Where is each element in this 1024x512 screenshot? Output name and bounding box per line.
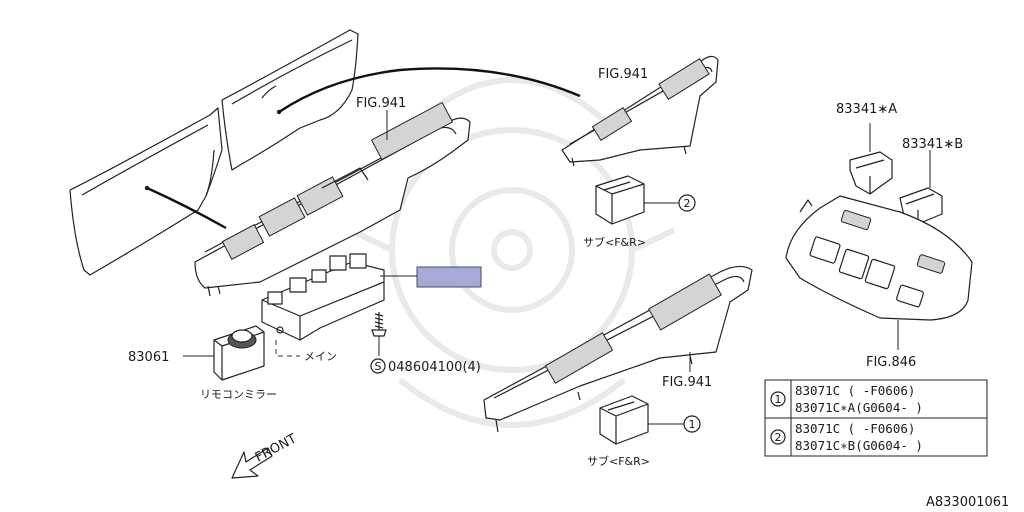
door-panel-rear xyxy=(69,107,223,276)
sub-top-label: サブ<F&R> xyxy=(583,235,646,249)
part-83341b-label: 83341∗B xyxy=(902,137,963,152)
sub-bottom-label: サブ<F&R> xyxy=(587,454,650,468)
table-row-2-line-1: 83071C ( -F0606) xyxy=(795,421,915,436)
table-row-1-marker: 1 xyxy=(775,393,782,406)
door-panel-front xyxy=(221,29,359,171)
fig941-bottom-label[interactable]: FIG.941 xyxy=(662,375,712,390)
mirror-remote-switch xyxy=(213,325,265,381)
callout-1-circle xyxy=(683,415,701,433)
main-switch-assembly xyxy=(261,253,385,357)
table-row-1-line-1: 83071C ( -F0606) xyxy=(795,383,915,398)
cable-to-lower-armrest xyxy=(146,186,227,230)
sub-switch-top xyxy=(595,175,645,225)
fig941-top-label[interactable]: FIG.941 xyxy=(598,67,648,82)
part-number-table: 1 83071C ( -F0606) 83071C∗A(G0604- ) 2 8… xyxy=(764,379,988,457)
sub-switch-bottom xyxy=(599,395,649,445)
cable-to-upper-armrest xyxy=(278,67,581,113)
callout-2-circle xyxy=(678,194,696,212)
fig846-label[interactable]: FIG.846 xyxy=(866,355,916,370)
fig941-left-label[interactable]: FIG.941 xyxy=(356,96,406,111)
front-arrow-icon xyxy=(231,447,273,479)
callout-2-label: 2 xyxy=(684,197,691,210)
remote-mirror-label: リモコンミラー xyxy=(200,388,277,401)
armrest-panel-main xyxy=(194,101,471,297)
table-row-1-line-2: 83071C∗A(G0604- ) xyxy=(795,400,923,415)
armrest-panel-upper xyxy=(561,55,719,167)
callout-1-label: 1 xyxy=(689,418,696,431)
diagram-id: A833001061 xyxy=(926,495,1009,510)
screw-code-label: 048604100(4) xyxy=(388,360,481,375)
screw-marker-circle xyxy=(370,358,386,374)
screw-marker: S xyxy=(375,360,382,373)
armrest-panel-lower xyxy=(483,265,753,433)
part-83341a-label: 83341∗A xyxy=(836,102,897,117)
part-83061-label: 83061 xyxy=(128,350,169,365)
table-row-2-line-2: 83071C∗B(G0604- ) xyxy=(795,438,923,453)
front-label: FRONT xyxy=(253,431,299,465)
screw-icon xyxy=(371,312,387,337)
main-label: メイン xyxy=(304,350,337,363)
console-fig846 xyxy=(785,195,973,321)
table-row-2-marker: 2 xyxy=(775,431,782,444)
clip-83341a xyxy=(849,151,893,195)
highlight-box xyxy=(416,266,482,288)
